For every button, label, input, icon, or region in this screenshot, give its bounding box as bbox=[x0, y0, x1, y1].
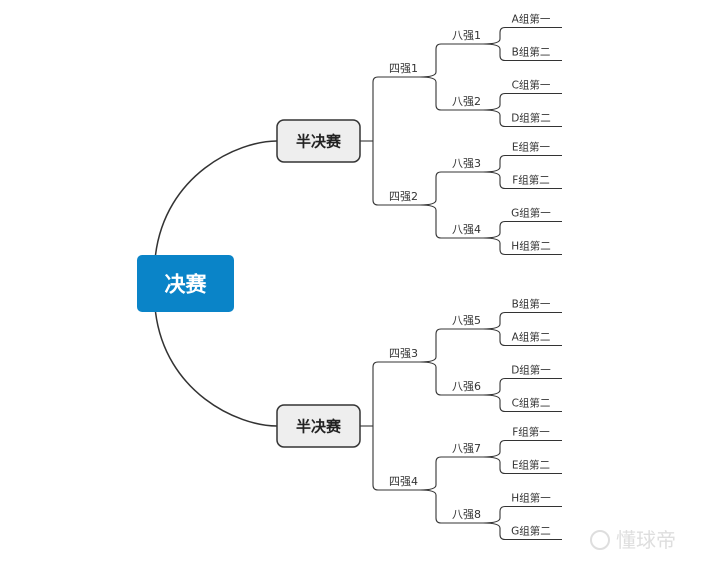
team-label: H组第一 bbox=[511, 492, 551, 505]
connector-lines bbox=[154, 26, 562, 541]
semifinal-node-2 bbox=[276, 404, 361, 448]
team-label: E组第二 bbox=[512, 459, 550, 472]
edge-eighth-team bbox=[482, 109, 562, 128]
edge-eighth-team bbox=[482, 26, 562, 45]
edge-root-semi-2 bbox=[154, 311, 278, 427]
edge-eighth-team bbox=[482, 439, 562, 458]
edge-eighth-team bbox=[482, 377, 562, 396]
team-label: G组第二 bbox=[511, 525, 551, 538]
quarter-label: 四强1 bbox=[389, 62, 418, 75]
semifinal-label-1: 半决赛 bbox=[296, 133, 342, 151]
edge-quarter-eighth bbox=[419, 204, 483, 239]
team-label: B组第一 bbox=[512, 298, 551, 311]
watermark-text: 懂球帝 bbox=[616, 528, 676, 552]
team-label: A组第二 bbox=[512, 331, 551, 344]
watermark-logo-icon bbox=[590, 530, 610, 550]
edge-eighth-team bbox=[482, 505, 562, 524]
edge-quarter-eighth bbox=[419, 43, 483, 78]
eighth-label: 八强7 bbox=[452, 442, 481, 455]
edge-eighth-team bbox=[482, 237, 562, 256]
eighth-label: 八强5 bbox=[452, 314, 481, 327]
eighth-label: 八强1 bbox=[452, 29, 481, 42]
root-node bbox=[137, 255, 234, 312]
edge-eighth-team bbox=[482, 92, 562, 111]
root-label: 决赛 bbox=[165, 273, 208, 297]
team-label: C组第二 bbox=[512, 397, 551, 410]
edge-quarter-eighth bbox=[419, 489, 483, 524]
team-label: F组第二 bbox=[512, 174, 550, 187]
edge-eighth-team bbox=[482, 394, 562, 413]
edge-eighth-team bbox=[482, 311, 562, 330]
edge-quarter-eighth bbox=[419, 328, 483, 363]
edge-eighth-team bbox=[482, 220, 562, 239]
team-label: G组第一 bbox=[511, 207, 551, 220]
edge-semi-quarter bbox=[372, 141, 420, 206]
quarter-label: 四强4 bbox=[389, 475, 418, 488]
eighth-label: 八强6 bbox=[452, 380, 481, 393]
team-label: H组第二 bbox=[511, 240, 550, 253]
quarter-label: 四强2 bbox=[389, 190, 418, 203]
eighth-label: 八强3 bbox=[452, 157, 481, 170]
edge-quarter-eighth bbox=[419, 76, 483, 111]
edge-eighth-team bbox=[482, 43, 562, 62]
edge-semi-quarter bbox=[372, 361, 420, 426]
team-label: C组第一 bbox=[512, 79, 551, 92]
quarter-label: 四强3 bbox=[389, 347, 418, 360]
team-label: E组第一 bbox=[512, 141, 551, 154]
watermark: 懂球帝 bbox=[590, 528, 676, 552]
edge-eighth-team bbox=[482, 456, 562, 475]
edge-semi-quarter bbox=[372, 76, 420, 141]
edge-eighth-team bbox=[482, 522, 562, 541]
team-label: B组第二 bbox=[512, 46, 551, 59]
semifinal-node-1 bbox=[276, 119, 361, 163]
bracket-nodes: 决赛半决赛四强1八强1A组第一B组第二八强2C组第一D组第二四强2八强3E组第一… bbox=[137, 13, 551, 538]
semifinal-label-2: 半决赛 bbox=[296, 418, 342, 436]
edge-quarter-eighth bbox=[419, 456, 483, 491]
eighth-label: 八强4 bbox=[452, 223, 481, 236]
edge-root-semi-1 bbox=[154, 140, 278, 256]
edge-semi-quarter bbox=[372, 426, 420, 491]
team-label: F组第一 bbox=[512, 426, 550, 439]
eighth-label: 八强2 bbox=[452, 95, 481, 108]
team-label: D组第二 bbox=[511, 112, 551, 125]
team-label: A组第一 bbox=[512, 13, 551, 26]
edge-eighth-team bbox=[482, 328, 562, 347]
edge-eighth-team bbox=[482, 154, 562, 173]
edge-eighth-team bbox=[482, 171, 562, 190]
eighth-label: 八强8 bbox=[452, 508, 481, 521]
edge-quarter-eighth bbox=[419, 361, 483, 396]
team-label: D组第一 bbox=[511, 364, 551, 377]
edge-quarter-eighth bbox=[419, 171, 483, 206]
